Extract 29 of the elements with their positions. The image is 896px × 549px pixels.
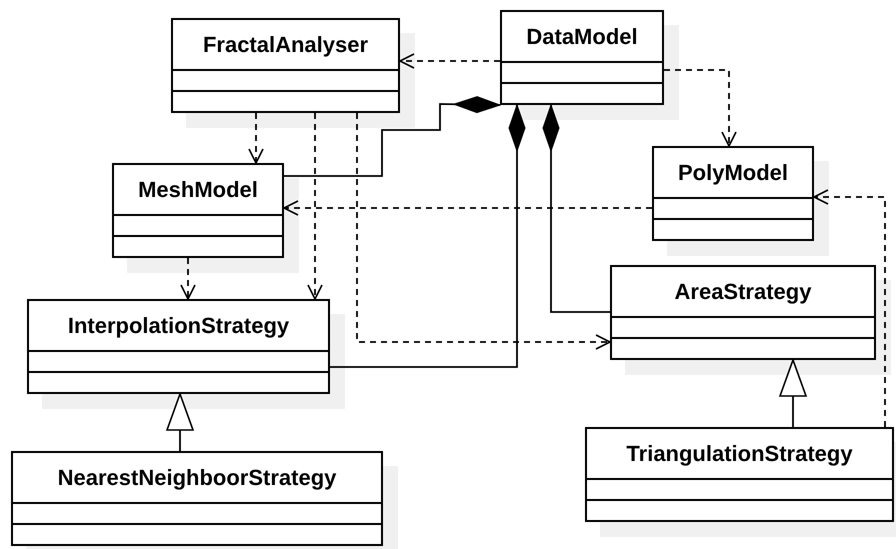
class-name: MeshModel (138, 176, 258, 202)
class-box (500, 10, 664, 105)
class-box (112, 163, 284, 258)
dependency-arrow (813, 189, 886, 427)
class-name: NearestNeighboorStrategy (58, 464, 336, 490)
class-name: FractalAnalyser (202, 32, 368, 58)
inheritance-arrow (166, 393, 194, 451)
dependency-arrow (180, 258, 196, 300)
class-box (652, 146, 814, 241)
class-box (171, 18, 400, 113)
composition-line (542, 104, 610, 313)
class-box (610, 265, 876, 360)
dependency-arrow (399, 53, 500, 69)
class-name: PolyModel (678, 160, 788, 186)
class-name: AreaStrategy (674, 278, 812, 304)
class-box (11, 451, 383, 546)
dependency-arrow (283, 200, 652, 216)
class-box (27, 299, 330, 394)
class-name: InterpolationStrategy (68, 312, 290, 338)
dependency-arrow (307, 113, 323, 300)
inheritance-arrow (779, 359, 807, 427)
class-name: TriangulationStrategy (626, 440, 853, 466)
dependency-arrow (664, 69, 737, 147)
class-box (585, 427, 894, 522)
dependency-arrow (356, 113, 611, 350)
composition-line (330, 104, 526, 368)
dependency-arrow (248, 113, 264, 164)
composition-line (284, 96, 500, 177)
class-name: DataModel (526, 24, 638, 50)
